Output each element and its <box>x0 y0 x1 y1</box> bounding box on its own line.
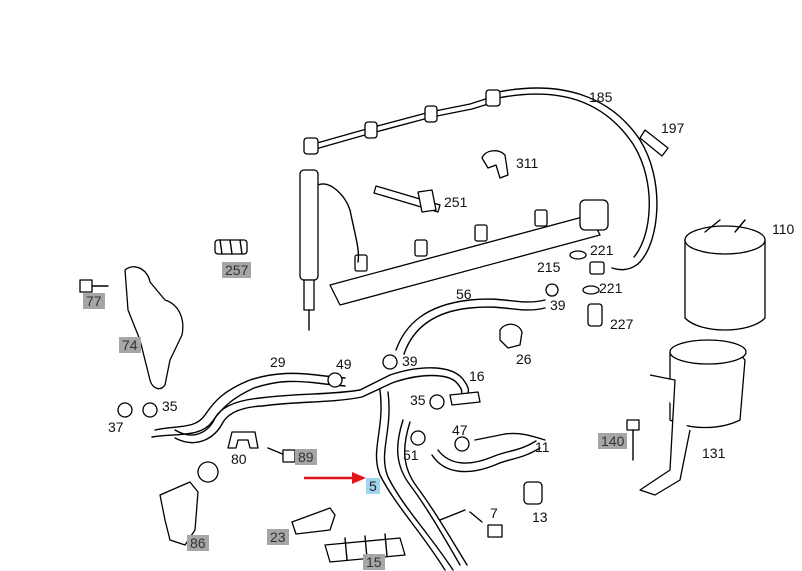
callout-16[interactable]: 16 <box>469 368 485 384</box>
fuel-filter-110 <box>684 219 766 331</box>
return-hose-185 <box>497 87 658 271</box>
callout-7[interactable]: 7 <box>490 505 498 521</box>
hose-56 <box>395 298 546 351</box>
pipe-16 <box>449 391 481 406</box>
part-86 <box>159 461 219 546</box>
callout-80[interactable]: 80 <box>231 451 247 467</box>
callout-185[interactable]: 185 <box>589 89 613 105</box>
bolt-89 <box>267 447 296 463</box>
leakoff-line <box>309 94 499 146</box>
fuel-rail <box>329 199 609 306</box>
bolt-140 <box>626 419 640 461</box>
bracket-251 <box>373 185 441 213</box>
hose-11-top <box>474 432 546 441</box>
callout-39-center[interactable]: 39 <box>402 353 418 369</box>
return-hose-185-inner <box>497 93 650 258</box>
callout-51[interactable]: 51 <box>403 447 419 463</box>
clip-26 <box>499 323 523 349</box>
callout-23[interactable]: 23 <box>267 529 289 545</box>
callout-251[interactable]: 251 <box>444 194 468 210</box>
callout-56[interactable]: 56 <box>456 286 472 302</box>
callout-197[interactable]: 197 <box>661 120 685 136</box>
pointer-arrow-head <box>352 472 366 484</box>
bracket-80 <box>227 431 259 449</box>
injector <box>299 169 351 331</box>
clip-311 <box>481 150 509 179</box>
hose-197 <box>639 129 669 157</box>
hose-11 <box>431 447 541 473</box>
bracket-131 <box>639 339 747 496</box>
callout-140[interactable]: 140 <box>598 433 628 449</box>
callout-29[interactable]: 29 <box>270 354 286 370</box>
bracket-23 <box>291 507 336 535</box>
pipe-5b <box>396 419 461 566</box>
callout-13[interactable]: 13 <box>532 509 548 525</box>
clamps <box>117 354 470 452</box>
leakoff-line-lower <box>311 100 499 151</box>
callout-39-right[interactable]: 39 <box>550 297 566 313</box>
callout-77[interactable]: 77 <box>83 293 105 309</box>
bracket-74 <box>124 266 184 390</box>
callout-35-center[interactable]: 35 <box>410 392 426 408</box>
bolt-77 <box>79 279 109 293</box>
callout-86[interactable]: 86 <box>187 535 209 551</box>
callout-49[interactable]: 49 <box>336 356 352 372</box>
callout-110[interactable]: 110 <box>772 221 795 237</box>
hose-11-inner <box>437 440 537 464</box>
hose-56-inner <box>403 306 546 355</box>
callout-15[interactable]: 15 <box>363 554 385 570</box>
callout-35-left[interactable]: 35 <box>162 398 178 414</box>
callout-26[interactable]: 26 <box>516 351 532 367</box>
callout-221-bottom[interactable]: 221 <box>599 280 623 296</box>
pointer-arrow <box>304 472 366 484</box>
callout-89[interactable]: 89 <box>295 449 317 465</box>
callout-74[interactable]: 74 <box>119 337 141 353</box>
callout-221-top[interactable]: 221 <box>590 242 614 258</box>
callout-257[interactable]: 257 <box>222 262 252 278</box>
callout-215[interactable]: 215 <box>537 259 561 275</box>
part-13 <box>523 481 543 505</box>
pipe-5 <box>375 389 446 571</box>
fittings-right <box>545 250 605 327</box>
clip-257 <box>214 239 248 255</box>
callout-37[interactable]: 37 <box>108 419 124 435</box>
pipe-5-inner <box>383 391 454 571</box>
pipe-5b-inner <box>403 421 468 566</box>
callout-227[interactable]: 227 <box>610 316 634 332</box>
callout-5-selected[interactable]: 5 <box>366 478 380 494</box>
pipe-29 <box>154 372 346 431</box>
callout-47[interactable]: 47 <box>452 422 468 438</box>
pipe-29b-inner <box>174 374 463 444</box>
leakoff-connectors <box>303 89 501 155</box>
callout-311[interactable]: 311 <box>516 155 539 171</box>
callout-131[interactable]: 131 <box>702 445 726 461</box>
callout-11[interactable]: 11 <box>535 439 550 455</box>
pipe-29b <box>174 367 470 436</box>
bolt-7 <box>439 509 503 538</box>
pipe-29-inner <box>151 380 346 438</box>
